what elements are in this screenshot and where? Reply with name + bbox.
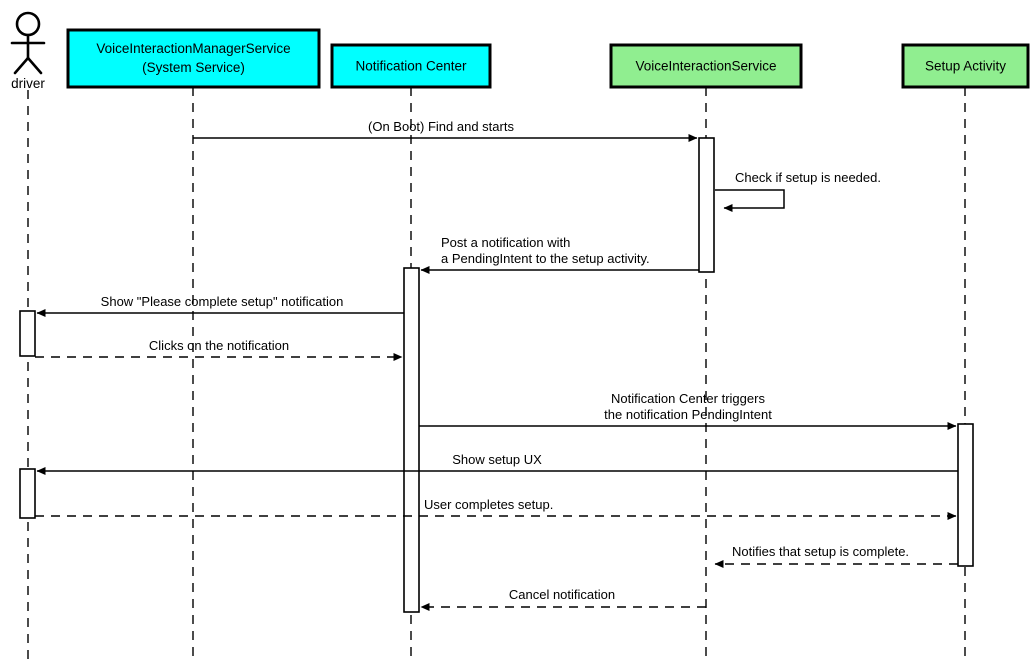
message-label-msg-2: Check if setup is needed.	[735, 170, 881, 185]
message-label-msg-3-line2: a PendingIntent to the setup activity.	[441, 251, 650, 266]
participant-label-vims-line2: (System Service)	[142, 60, 245, 75]
message-label-msg-10: Cancel notification	[509, 587, 615, 602]
message-label-msg-4: Show "Please complete setup" notificatio…	[101, 294, 344, 309]
actor-leg-right-icon	[26, 56, 43, 75]
message-label-msg-3-line1: Post a notification with	[441, 235, 570, 250]
participant-label-vims-line1: VoiceInteractionManagerService	[96, 41, 290, 56]
activation-bar-notification_center	[403, 267, 420, 613]
activation-bar-driver	[19, 310, 36, 357]
participant-label-driver: driver	[11, 76, 45, 91]
message-label-msg-8: User completes setup.	[424, 497, 553, 512]
message-label-msg-7: Show setup UX	[452, 452, 542, 467]
actor-driver-figure: driver	[10, 11, 45, 91]
participant-box-notification_center[interactable]	[330, 43, 492, 89]
participant-label-setup_activity: Setup Activity	[925, 59, 1006, 74]
activation-bar-setup_activity	[957, 423, 974, 567]
activation-bars-group	[19, 137, 974, 613]
participant-box-setup_activity[interactable]	[901, 43, 1030, 89]
message-label-msg-9: Notifies that setup is complete.	[732, 544, 909, 559]
activation-bar-vis	[698, 137, 715, 273]
message-label-msg-5: Clicks on the notification	[149, 338, 289, 353]
message-arrow-self-msg-2	[715, 189, 785, 212]
actor-head-icon	[15, 11, 41, 37]
participant-box-vis[interactable]	[609, 43, 803, 89]
participant-label-notification_center: Notification Center	[355, 59, 467, 74]
actor-leg-left-icon	[13, 56, 30, 75]
participant-label-vis: VoiceInteractionService	[635, 59, 776, 74]
message-label-msg-1: (On Boot) Find and starts	[368, 119, 514, 134]
message-label-msg-6-line1: Notification Center triggers	[611, 391, 765, 406]
activation-bar-driver	[19, 468, 36, 519]
message-label-msg-6-line2: the notification PendingIntent	[604, 407, 772, 422]
participant-boxes-group: VoiceInteractionManagerService (System Se…	[66, 28, 1030, 89]
participant-box-vims[interactable]	[66, 28, 321, 89]
